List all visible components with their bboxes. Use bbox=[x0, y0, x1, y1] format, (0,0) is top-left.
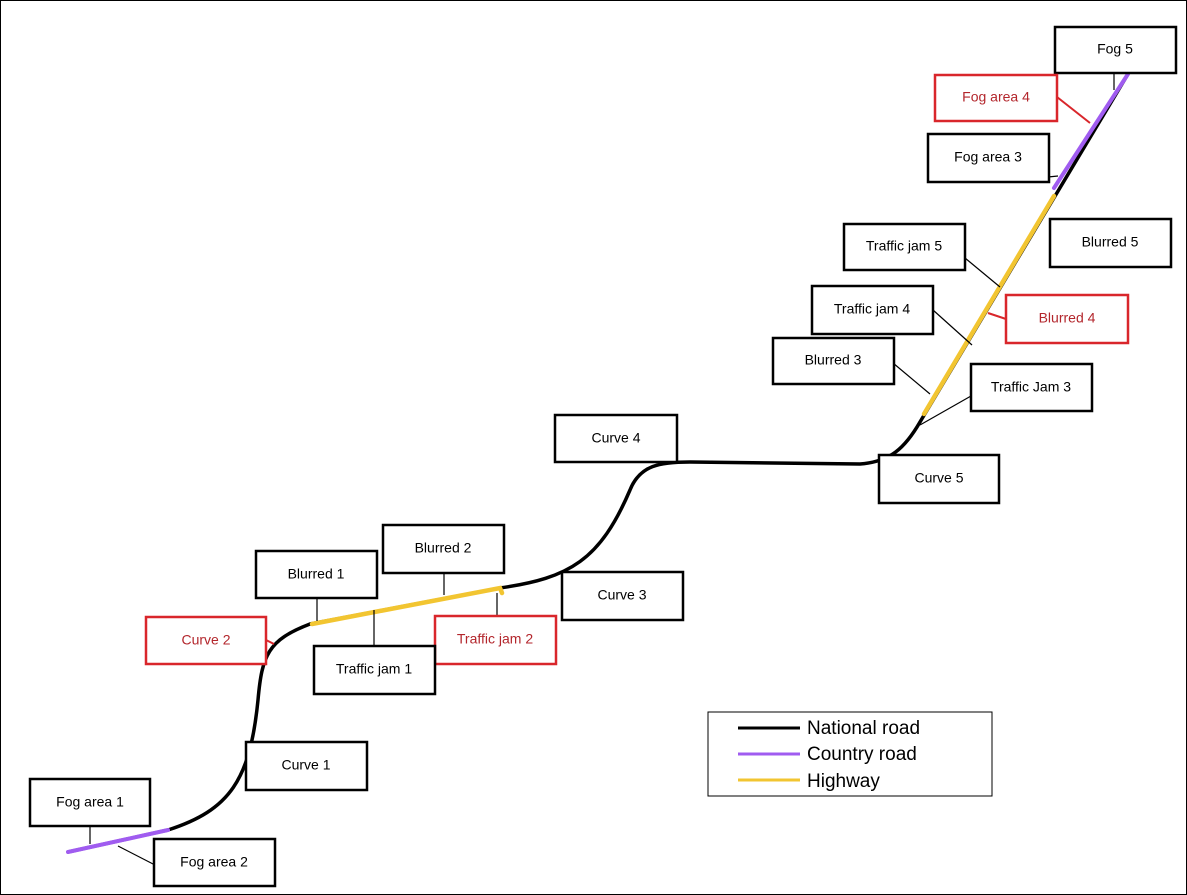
label-curve-1: Curve 1 bbox=[244, 740, 369, 792]
label-fog-5: Fog 5 bbox=[1053, 25, 1178, 75]
label-blurred-1: Blurred 1 bbox=[254, 549, 379, 600]
label-blurred-4-text: Blurred 4 bbox=[1039, 310, 1096, 326]
label-fog-area-3-text: Fog area 3 bbox=[954, 149, 1022, 165]
highlight-leader-lines bbox=[265, 96, 1091, 645]
label-fog-area-2-text: Fog area 2 bbox=[180, 854, 248, 870]
label-blurred-4: Blurred 4 bbox=[1004, 293, 1130, 345]
label-blurred-2-text: Blurred 2 bbox=[415, 540, 472, 556]
label-fog-area-1: Fog area 1 bbox=[28, 777, 152, 828]
country-road-segment-2 bbox=[1052, 72, 1130, 190]
label-traffic-jam-2-text: Traffic jam 2 bbox=[457, 631, 533, 647]
label-traffic-jam-5: Traffic jam 5 bbox=[842, 222, 967, 272]
label-curve-2: Curve 2 bbox=[144, 615, 268, 666]
label-fog-area-3: Fog area 3 bbox=[926, 132, 1051, 184]
legend-label-country-road: Country road bbox=[807, 744, 917, 765]
label-curve-4: Curve 4 bbox=[553, 413, 679, 464]
label-fog-area-2: Fog area 2 bbox=[152, 837, 277, 888]
label-fog-area-1-text: Fog area 1 bbox=[56, 794, 124, 810]
label-blurred-1-text: Blurred 1 bbox=[288, 566, 345, 582]
label-traffic-jam-1: Traffic jam 1 bbox=[312, 644, 437, 696]
label-traffic-jam-4: Traffic jam 4 bbox=[810, 284, 935, 336]
label-curve-5: Curve 5 bbox=[877, 453, 1001, 505]
label-traffic-jam-5-text: Traffic jam 5 bbox=[866, 238, 942, 254]
label-curve-5-text: Curve 5 bbox=[914, 470, 963, 486]
label-blurred-5-text: Blurred 5 bbox=[1082, 234, 1139, 250]
label-traffic-jam-4-text: Traffic jam 4 bbox=[834, 301, 910, 317]
leader-lines bbox=[89, 73, 1115, 866]
label-traffic-jam-3: Traffic Jam 3 bbox=[969, 362, 1094, 413]
label-fog-area-4: Fog area 4 bbox=[933, 73, 1059, 123]
label-traffic-jam-3-text: Traffic Jam 3 bbox=[991, 379, 1071, 395]
label-traffic-jam-2: Traffic jam 2 bbox=[433, 614, 558, 666]
label-blurred-5: Blurred 5 bbox=[1048, 217, 1173, 269]
highway-segment-2 bbox=[921, 193, 1057, 417]
label-traffic-jam-1-text: Traffic jam 1 bbox=[336, 661, 412, 677]
label-fog-area-4-text: Fog area 4 bbox=[962, 89, 1030, 105]
legend-label-highway: Highway bbox=[807, 771, 880, 792]
legend-label-national-road: National road bbox=[807, 718, 920, 739]
legend: National road Country road Highway bbox=[707, 711, 993, 797]
label-curve-2-text: Curve 2 bbox=[181, 632, 230, 648]
label-curve-3: Curve 3 bbox=[560, 570, 685, 622]
label-curve-3-text: Curve 3 bbox=[597, 587, 646, 603]
label-curve-1-text: Curve 1 bbox=[281, 757, 330, 773]
label-blurred-3: Blurred 3 bbox=[771, 336, 896, 386]
label-blurred-3-text: Blurred 3 bbox=[805, 352, 862, 368]
country-road-segment-1 bbox=[66, 828, 170, 854]
label-curve-4-text: Curve 4 bbox=[591, 430, 640, 446]
highway-segment-1 bbox=[309, 585, 505, 627]
label-blurred-2: Blurred 2 bbox=[381, 523, 506, 575]
label-fog-5-text: Fog 5 bbox=[1097, 41, 1133, 57]
